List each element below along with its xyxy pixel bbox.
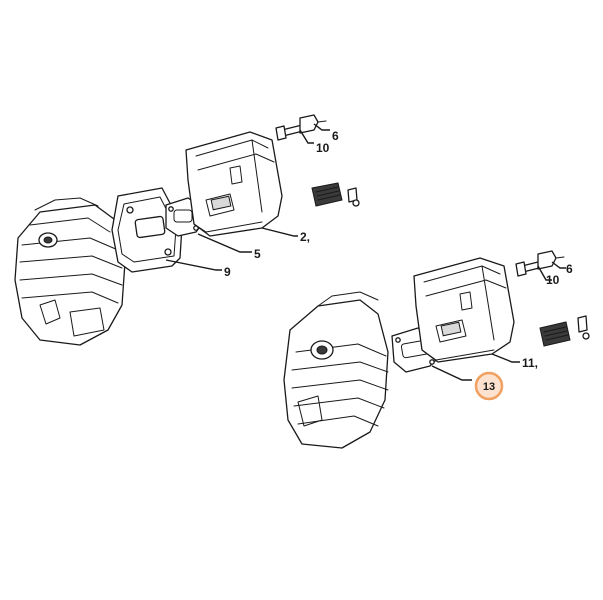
callout-6-top: 6 <box>332 129 339 143</box>
gasket-plate-top <box>111 187 183 273</box>
highlight-ring <box>474 371 504 401</box>
callout-11-bottom: 11, <box>522 356 538 370</box>
spark-screen-bottom <box>539 315 590 347</box>
callout-2-top: 2, <box>300 230 310 244</box>
callout-10-bottom: 10 <box>546 273 560 287</box>
highlighted-callout-13[interactable]: 13 <box>474 371 504 401</box>
engine-cylinder-left <box>14 197 126 346</box>
muffler-bottom <box>413 257 515 363</box>
screw-bottom <box>537 250 565 270</box>
callout-13: 13 <box>483 381 495 393</box>
callout-9-top: 9 <box>224 265 231 279</box>
spark-screen-top <box>311 182 360 207</box>
callout-10-top: 10 <box>316 141 330 155</box>
callout-5-top: 5 <box>254 247 261 261</box>
callout-6-bottom: 6 <box>566 262 573 276</box>
muffler-top <box>185 131 283 237</box>
engine-cylinder-bottom <box>283 291 389 449</box>
leader-lines <box>165 123 566 381</box>
